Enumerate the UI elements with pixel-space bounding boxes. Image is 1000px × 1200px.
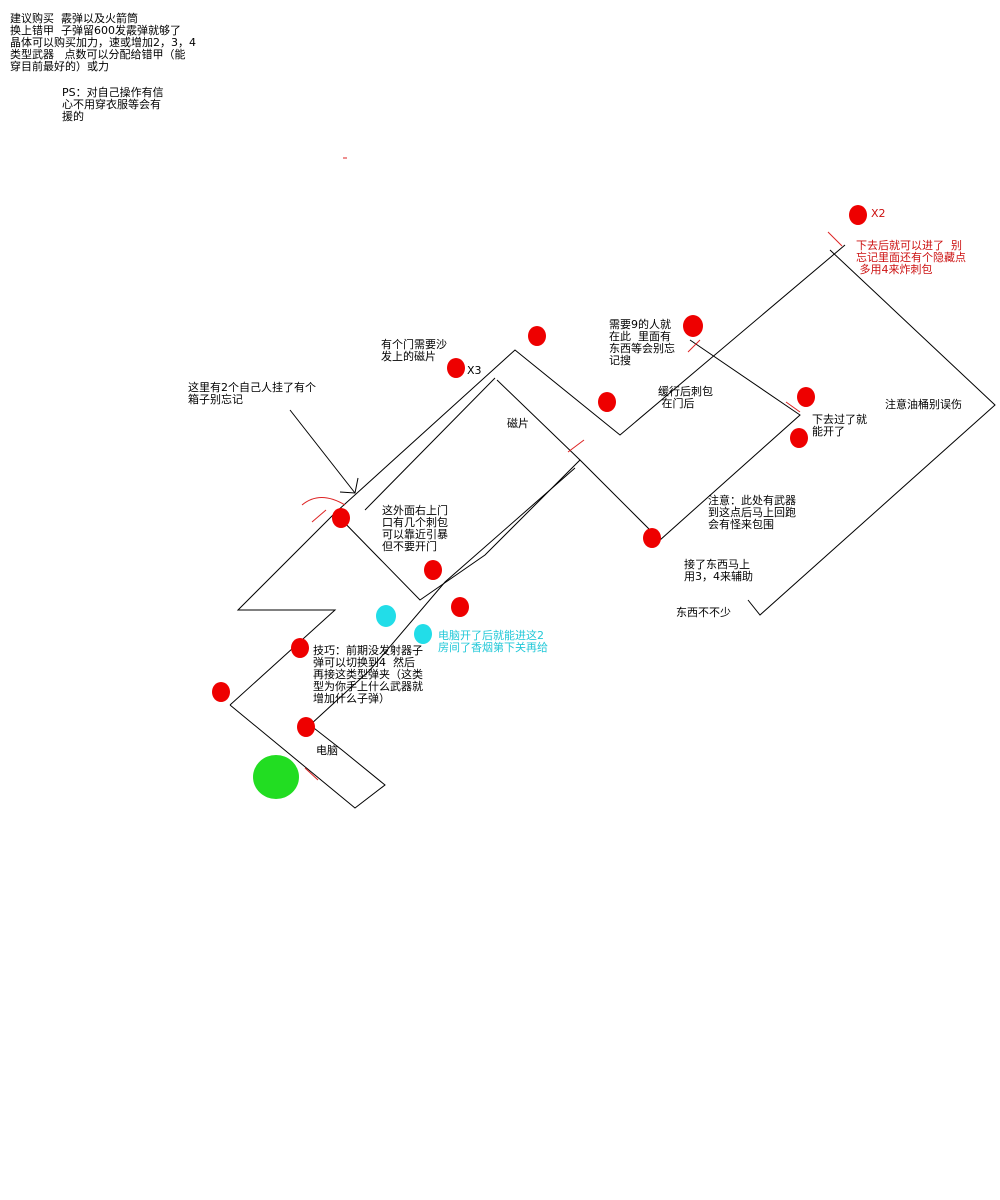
ps-note: PS：对自己操作有信 心不用穿衣服等会有 援的 [62,86,164,123]
pointer-arrow [289,409,359,494]
wall-branch [496,379,581,461]
enemy-dot [291,638,309,658]
door-mark-5 [311,509,327,523]
wall-bottom [229,467,576,809]
enemy-dot [683,315,703,337]
card-label: 磁片 [507,417,529,430]
door-mark-3 [687,339,701,353]
door-mark-6 [304,767,319,781]
open-note: 下去过了就 能开了 [812,413,867,438]
curved-arrow-mark [301,497,346,506]
oil-note: 注意油桶别误伤 [885,398,962,411]
enemy-dot [528,326,546,346]
enemy-dot [797,387,815,407]
wall-inner-up [364,377,496,511]
enemy-dot [598,392,616,412]
enemy-dot [297,717,315,737]
door-mark-4 [785,401,801,413]
intro-note: 建议购买 霰弹以及火箭筒 换上错甲 子弹留600发霰弹就够了 晶体可以购买加力，… [10,12,196,73]
enemy-dot [424,560,442,580]
help-note: 接了东西马上 用3，4来辅助 [684,558,753,583]
spikes-door-note: 这外面右上门 口有几个刺包 可以靠近引暴 但不要开门 [382,504,448,553]
plenty-note: 东西不不少 [676,606,731,619]
enemy-markers [212,205,867,737]
enemy-dot [451,597,469,617]
slow-note: 缓行后刺包 在门后 [658,385,713,410]
weapons-note: 注意：此处有武器 到这点后马上回跑 会有怪来包围 [708,494,796,531]
door-marks [301,157,843,781]
enemy-dot [212,682,230,702]
hidden-note: 下去后就可以进了 别 忘记里面还有个隐藏点 多用4来炸刺包 [856,239,966,276]
enemy-dot [447,358,465,378]
x2-label: X2 [871,207,886,220]
enemy-dot [790,428,808,448]
room-markers [376,605,432,644]
tip-note: 技巧：前期没发射器子 弹可以切换到4 然后 再接这类型弹夹（这类 型为你手上什么… [313,644,423,705]
x3-label: X3 [467,364,482,377]
enemy-dot [849,205,867,225]
door-mark-1 [827,231,843,247]
start-point [253,755,299,799]
person-note: 需要9的人就 在此 里面有 东西等会别忘 记搜 [609,318,675,367]
room-dot [376,605,396,627]
enemy-dot [332,508,350,528]
hostages-note: 这里有2个自己人挂了有个 箱子别忘记 [188,381,316,406]
door-mark-2 [567,439,585,453]
wall-right-outer [747,249,996,616]
sofa-door-note: 有个门需要沙 发上的磁片 [381,338,447,363]
enemy-dot [643,528,661,548]
computer-tip-note: 电脑开了后就能进这2 房间了香烟第下关再给 [438,629,548,654]
room-dot [414,624,432,644]
computer-label: 电脑 [316,744,338,757]
